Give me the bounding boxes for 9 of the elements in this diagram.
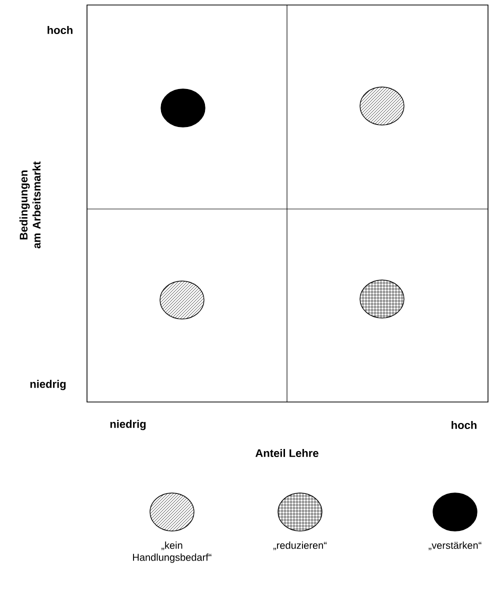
- axis-label: niedrig: [30, 380, 66, 390]
- axis-label: hoch: [48, 26, 72, 34]
- axis-label: hoch: [452, 420, 476, 430]
- legend-label: „kein Handlungsbedarf“: [133, 542, 212, 563]
- legend-label: „verstärken“: [428, 542, 482, 550]
- axis-title: Anteil Lehre: [255, 448, 318, 458]
- legend-label: „reduzieren“: [273, 542, 327, 550]
- axis-title: Bedingungen am Arbeitsmarkt: [19, 161, 41, 248]
- axis-label: niedrig: [110, 420, 146, 430]
